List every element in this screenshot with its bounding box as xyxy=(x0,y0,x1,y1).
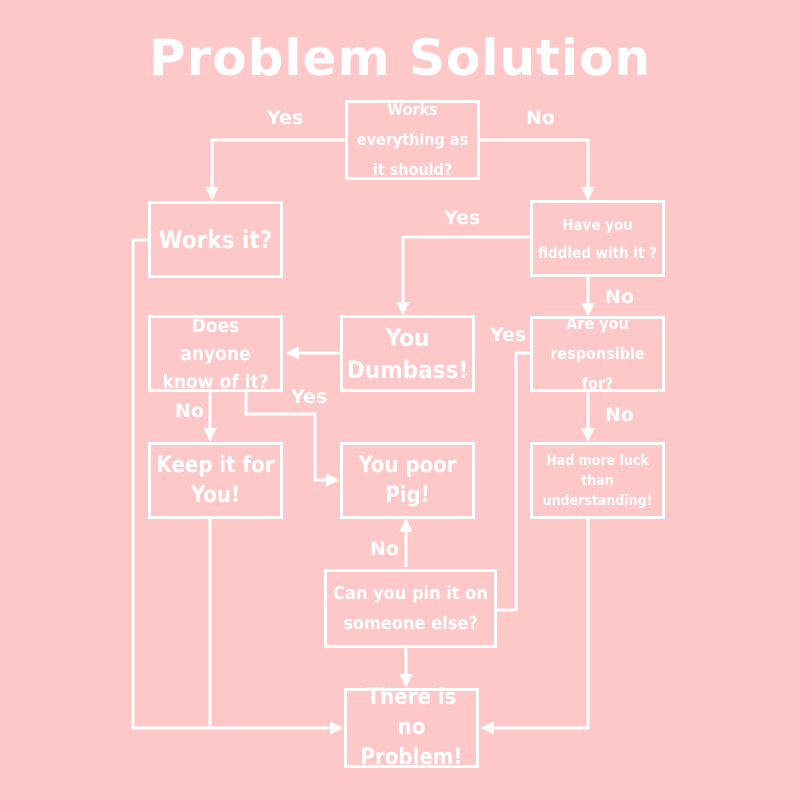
node-more-luck: Had more luck than understanding! xyxy=(530,442,665,519)
connector-anyone-yes xyxy=(244,392,340,487)
node-responsible: Are you responsible for? xyxy=(530,314,665,393)
edge-label-responsible-yes: Yes xyxy=(490,324,527,346)
node-fiddled: Have you fiddled with it ? xyxy=(530,200,665,277)
node-dumbass: You Dumbass! xyxy=(340,315,475,392)
connector-worksit-noproblem xyxy=(131,238,344,735)
connector-works-no xyxy=(480,138,595,201)
node-keep-it: Keep it for You! xyxy=(148,442,283,519)
node-pin-it: Can you pin it on someone else? xyxy=(324,569,497,648)
node-no-problem: There is no Problem! xyxy=(344,685,479,770)
node-anyone-know: Does anyone know of it? xyxy=(148,315,283,393)
connector-responsible-yes xyxy=(497,351,530,612)
node-works-it: Works it? xyxy=(148,201,283,278)
edge-label-fiddled-no: No xyxy=(605,286,634,308)
edge-label-anyone-yes: Yes xyxy=(291,386,328,408)
node-works-everything: Works everything as it should? xyxy=(345,100,480,180)
page-title: Problem Solution xyxy=(148,29,652,87)
node-poor-pig: You poor Pig! xyxy=(340,442,475,519)
edge-label-fiddled-yes: Yes xyxy=(444,207,481,229)
edge-label-works-no: No xyxy=(526,107,555,129)
edge-label-works-yes: Yes xyxy=(267,107,304,129)
edge-label-pin-no: No xyxy=(370,538,399,560)
connector-fiddled-yes xyxy=(396,235,530,316)
connector-moreluck-noproblem xyxy=(480,519,590,735)
edge-label-anyone-no: No xyxy=(175,400,204,422)
connector-works-yes xyxy=(205,138,345,201)
edge-label-responsible-no: No xyxy=(605,404,634,426)
